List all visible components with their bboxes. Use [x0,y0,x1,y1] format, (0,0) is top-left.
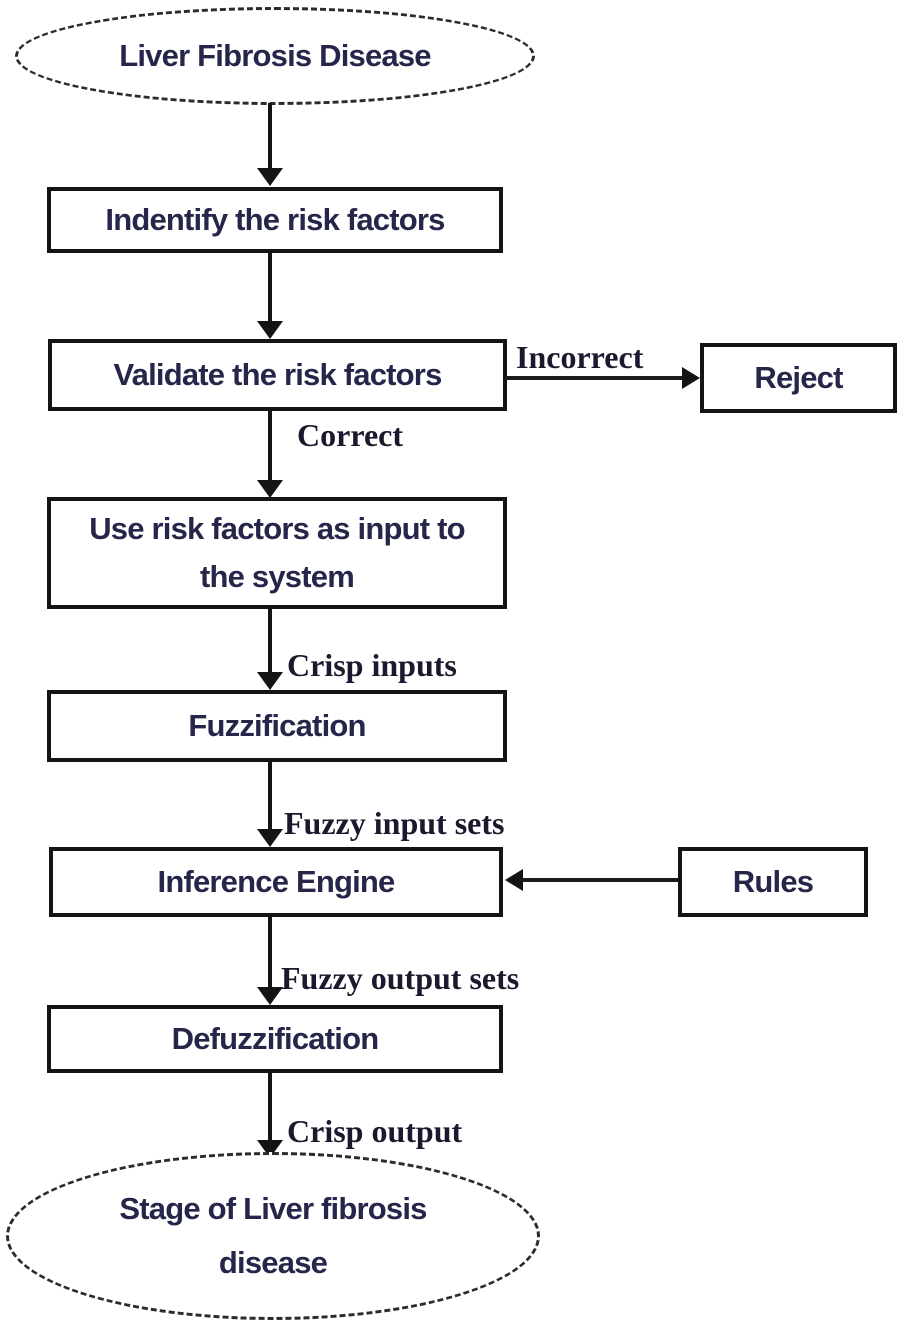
start-ellipse: Liver Fibrosis Disease [15,7,535,105]
identify-risk-factors-box: Indentify the risk factors [47,187,503,253]
arrow-down-icon [257,987,283,1005]
edge-label-crisp-output: Crisp output [287,1113,463,1149]
arrow-rules-inference-shaft [521,878,678,882]
edge-label-crisp-inputs: Crisp inputs [287,647,457,683]
fuzzification-box: Fuzzification [47,690,507,762]
inference-engine-label: Inference Engine [157,864,396,899]
identify-risk-factors-label: Indentify the risk factors [105,202,445,237]
end-ellipse-line1: Stage of Liver fibrosis [119,1191,427,1226]
defuzzification-box: Defuzzification [47,1005,503,1073]
rules-label: Rules [732,864,814,899]
arrow-identify-validate-shaft [268,253,272,323]
validate-risk-factors-box: Validate the risk factors [48,339,507,411]
arrow-inference-defuzzification-shaft [268,917,272,989]
arrow-left-icon [505,869,523,891]
arrow-down-icon [257,480,283,498]
use-risk-factors-box: Use risk factors as input to the system [47,497,507,609]
edge-label-correct: Correct [297,417,403,453]
defuzzification-label: Defuzzification [171,1021,380,1056]
reject-box: Reject [700,343,897,413]
validate-risk-factors-label: Validate the risk factors [113,357,442,392]
arrow-down-icon [257,672,283,690]
arrow-down-icon [257,321,283,339]
arrow-fuzzification-inference-shaft [268,762,272,831]
arrow-defuzzification-end-shaft [268,1073,272,1142]
use-risk-factors-line1: Use risk factors as input to [89,511,465,546]
use-risk-factors-line2: the system [200,559,355,594]
arrow-useinput-fuzzification-shaft [268,609,272,675]
arrow-start-identify-shaft [268,103,272,170]
edge-label-fuzzy-input-sets: Fuzzy input sets [284,805,505,841]
arrow-validate-useinput-shaft [268,411,272,482]
fuzzification-label: Fuzzification [188,708,366,743]
inference-engine-box: Inference Engine [49,847,503,917]
rules-box: Rules [678,847,868,917]
edge-label-fuzzy-output-sets: Fuzzy output sets [281,960,520,996]
end-ellipse-line2: disease [218,1245,328,1280]
start-ellipse-label: Liver Fibrosis Disease [119,38,431,73]
arrow-down-icon [257,829,283,847]
arrow-right-icon [682,367,700,389]
arrow-validate-reject-shaft [505,376,683,380]
arrow-down-icon [257,168,283,186]
reject-label: Reject [754,360,843,395]
end-ellipse: Stage of Liver fibrosis disease [6,1152,540,1320]
edge-label-incorrect: Incorrect [516,339,644,375]
